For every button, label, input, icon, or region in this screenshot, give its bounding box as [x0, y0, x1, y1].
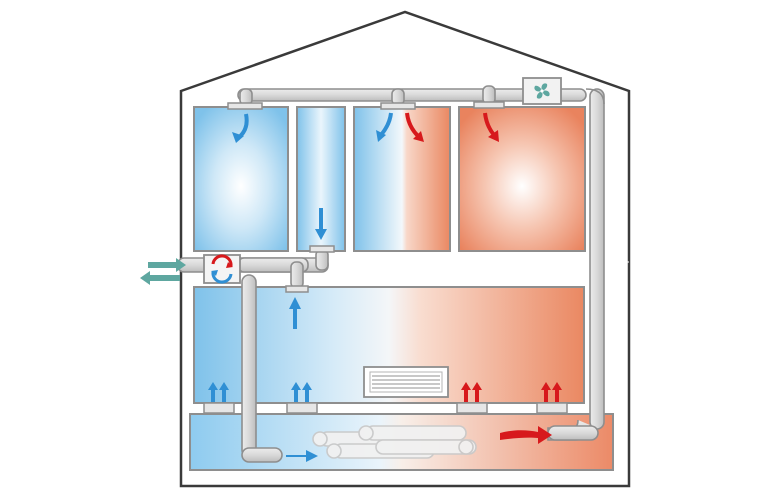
- upper-room-4: [458, 106, 586, 252]
- ground-heat-exchanger-pipes: [312, 425, 477, 459]
- floor-up-arrows-blue: [208, 382, 312, 402]
- radiator-grille-icon: [363, 366, 449, 398]
- upper-room-3: [353, 106, 451, 252]
- cellar-blue-arrow: [286, 450, 318, 462]
- floor-up-arrows-red: [461, 382, 562, 402]
- heat-exchanger-icon: [211, 254, 233, 284]
- fan-unit: [522, 77, 562, 105]
- floor-vents: [203, 402, 568, 414]
- duct-network: [177, 85, 605, 463]
- fan-icon: [534, 83, 550, 99]
- ceiling-vents: [227, 101, 505, 293]
- external-air-arrows: [140, 258, 186, 285]
- room-air-arrows: [232, 112, 499, 329]
- outgoing-air-arrow: [148, 258, 186, 272]
- cellar-red-arrow: [500, 426, 552, 444]
- heat-exchanger-unit: [203, 254, 241, 284]
- incoming-air-arrow: [140, 271, 180, 285]
- upper-room-1: [193, 106, 289, 252]
